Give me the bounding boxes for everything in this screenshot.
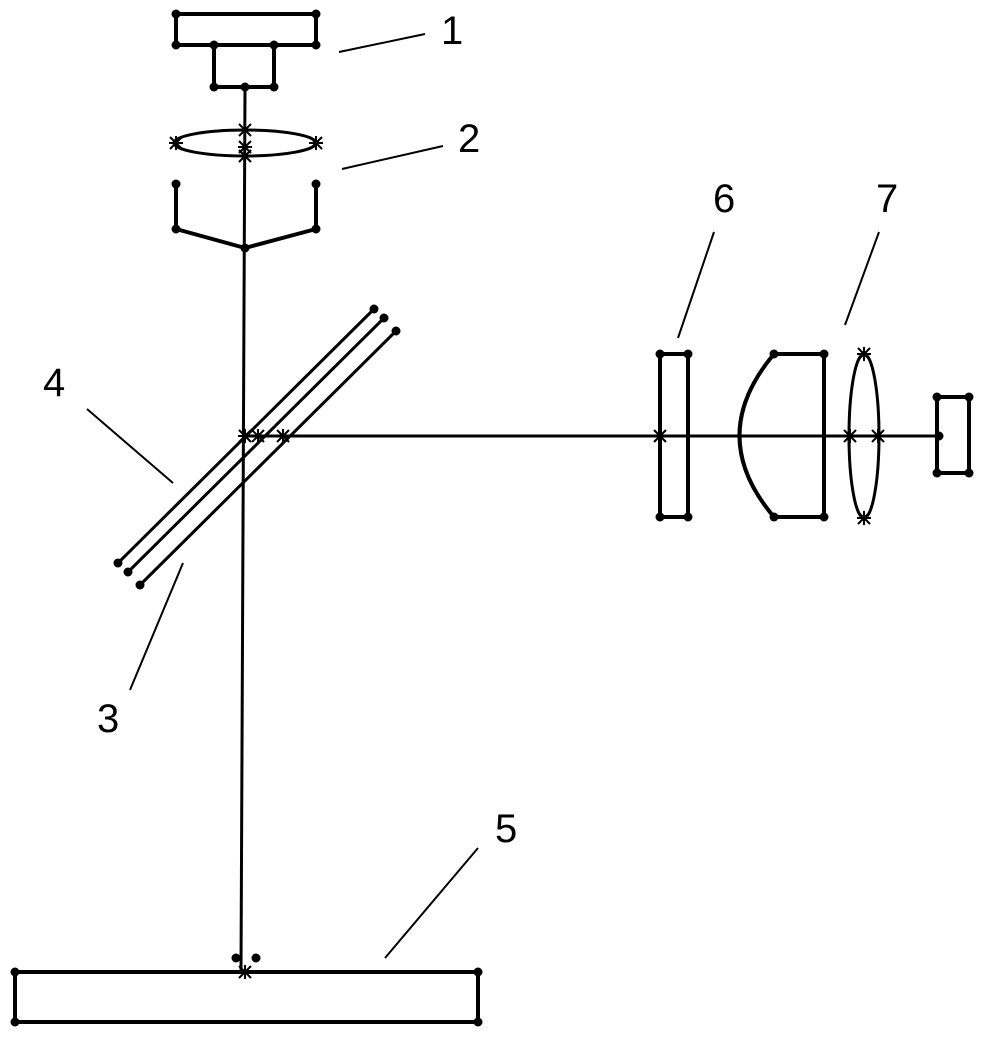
leader-7 — [845, 232, 879, 325]
vertical-optical-axis — [241, 87, 245, 970]
label-2: 2 — [458, 117, 480, 161]
label-6: 6 — [713, 177, 735, 221]
label-5: 5 — [495, 807, 517, 851]
leader-1 — [339, 34, 425, 52]
vertex-nodes — [11, 10, 974, 1027]
label-4: 4 — [43, 361, 65, 405]
cross-markers — [169, 123, 885, 979]
leader-5 — [385, 848, 478, 958]
component-5-target-plate — [15, 972, 478, 1022]
label-3: 3 — [97, 697, 119, 741]
leader-4 — [87, 409, 173, 483]
leader-2 — [342, 146, 443, 169]
label-7: 7 — [876, 177, 898, 221]
leader-6 — [678, 232, 714, 338]
label-1: 1 — [441, 9, 463, 53]
beam-splitter-plates — [118, 309, 396, 585]
component-1-source — [176, 14, 316, 87]
